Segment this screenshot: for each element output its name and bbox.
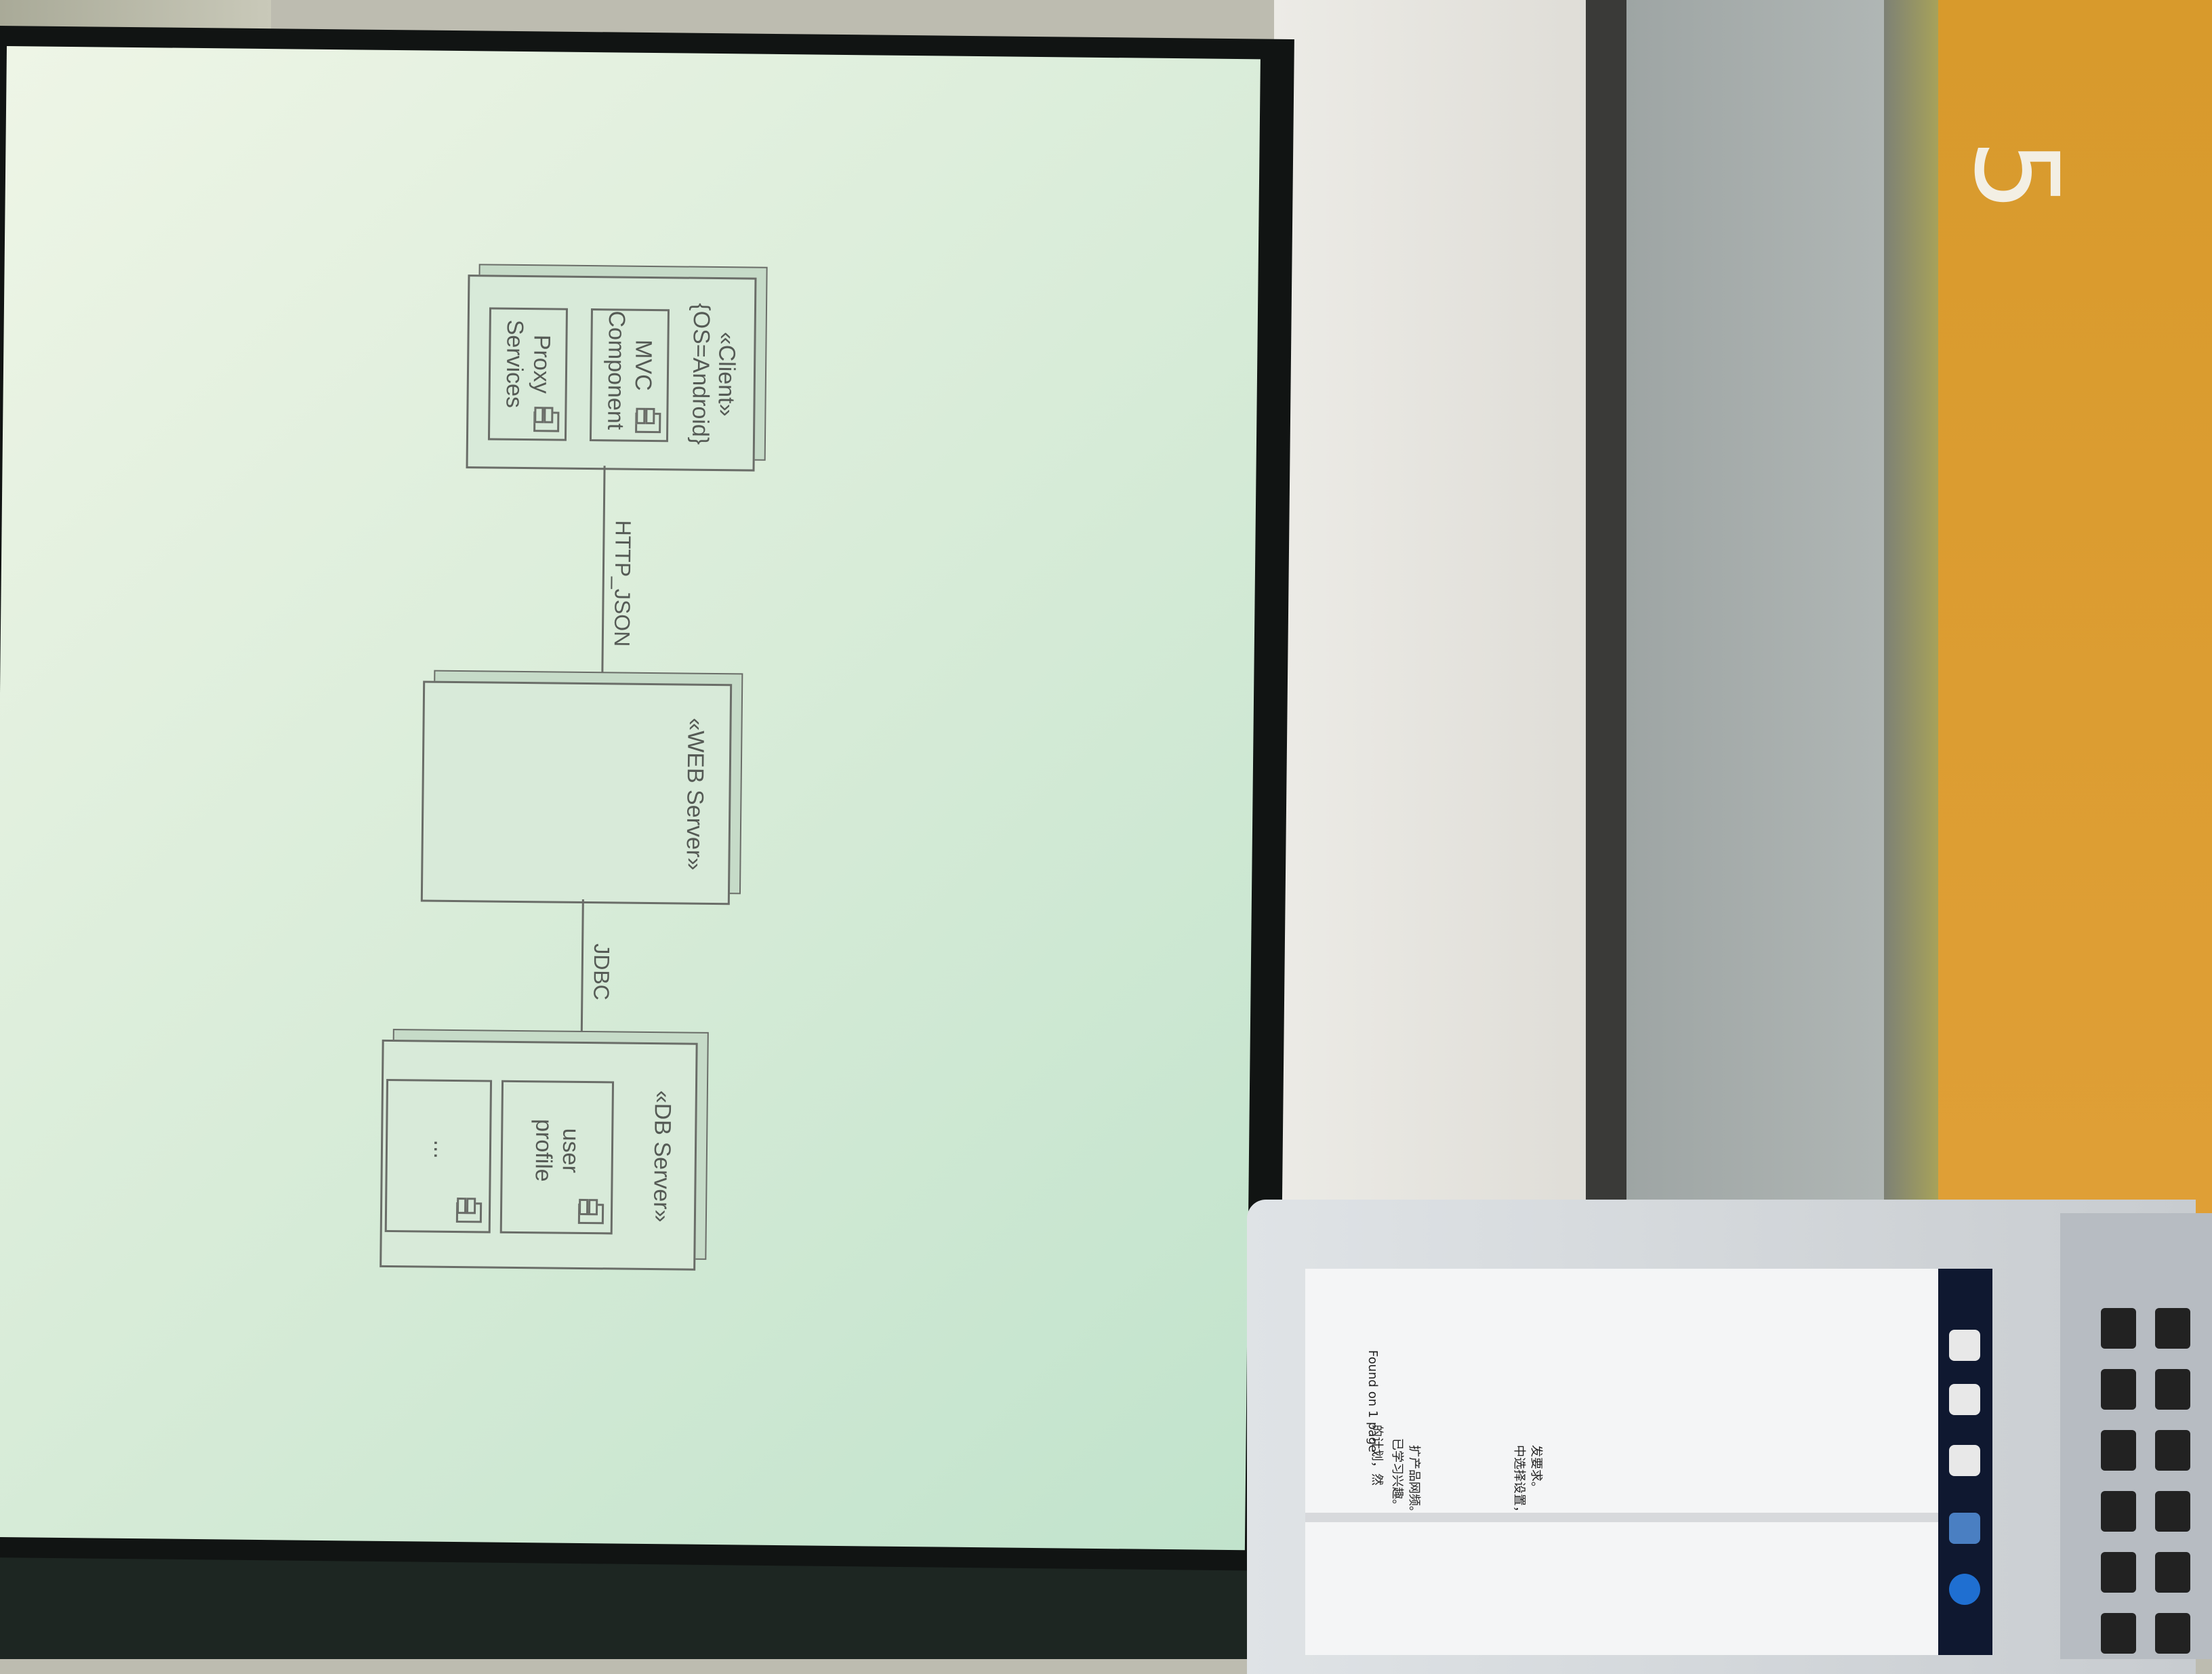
key[interactable] bbox=[2101, 1369, 2136, 1410]
screen-line: 已学习兴趣。 bbox=[1390, 1438, 1404, 1511]
screen-line: 中选择设置， bbox=[1512, 1445, 1526, 1518]
document-icon[interactable] bbox=[1949, 1384, 1980, 1415]
key[interactable] bbox=[2155, 1430, 2190, 1471]
key[interactable] bbox=[2155, 1308, 2190, 1349]
ellipsis-component: ... bbox=[384, 1078, 493, 1233]
web-server-stereotype: «WEB Server» bbox=[681, 718, 709, 871]
component-label: ... bbox=[428, 1139, 455, 1160]
key[interactable] bbox=[2155, 1369, 2190, 1410]
screen-line: 发要求。 bbox=[1529, 1445, 1543, 1494]
deployment-diagram: «Client» {OS=Android} MVC Component Prox… bbox=[265, 232, 832, 1275]
key[interactable] bbox=[2155, 1613, 2190, 1654]
keyboard bbox=[2060, 1213, 2212, 1659]
web-server-node: «WEB Server» bbox=[420, 680, 733, 905]
key[interactable] bbox=[2101, 1430, 2136, 1471]
trash-icon[interactable] bbox=[1949, 1330, 1980, 1361]
key[interactable] bbox=[2155, 1491, 2190, 1532]
client-stereotype: «Client» bbox=[713, 331, 740, 417]
component-icon bbox=[455, 1202, 483, 1223]
connector-line bbox=[580, 899, 584, 1042]
connector-label: JDBC bbox=[589, 943, 615, 1001]
document-icon[interactable] bbox=[1949, 1445, 1980, 1476]
projected-slide: «Client» {OS=Android} MVC Component Prox… bbox=[0, 46, 1261, 1551]
component-label: Proxy Services bbox=[501, 319, 555, 409]
key[interactable] bbox=[2101, 1613, 2136, 1654]
proxy-services-component: Proxy Services bbox=[487, 307, 568, 441]
key[interactable] bbox=[2101, 1308, 2136, 1349]
key[interactable] bbox=[2101, 1552, 2136, 1593]
laptop-screen: Found on 1 page 的计划，然 已学习兴趣。 扩产品网频。 中选择设… bbox=[1305, 1269, 1949, 1655]
app-store-icon[interactable] bbox=[1949, 1574, 1980, 1605]
component-label: MVC Component bbox=[602, 310, 657, 430]
db-server-stereotype: «DB Server» bbox=[648, 1090, 676, 1223]
photo-icon[interactable] bbox=[1949, 1513, 1980, 1544]
wall-trim bbox=[1586, 0, 1633, 1220]
connector-label: HTTP_JSON bbox=[609, 520, 636, 647]
client-node: «Client» {OS=Android} MVC Component Prox… bbox=[466, 274, 757, 472]
screen-line: 扩产品网频。 bbox=[1407, 1445, 1421, 1518]
connector-line bbox=[601, 466, 606, 683]
screen-line: 的计划，然 bbox=[1370, 1425, 1384, 1486]
board-rail bbox=[1884, 0, 1938, 1220]
key[interactable] bbox=[2101, 1491, 2136, 1532]
key[interactable] bbox=[2155, 1552, 2190, 1593]
window-divider bbox=[1305, 1513, 1949, 1522]
component-label: user profile bbox=[530, 1118, 584, 1182]
room-number: 5 bbox=[1948, 138, 2083, 213]
db-server-node: «DB Server» user profile ... bbox=[380, 1039, 698, 1271]
user-profile-component: user profile bbox=[499, 1080, 615, 1235]
mvc-component: MVC Component bbox=[589, 308, 670, 443]
client-property: {OS=Android} bbox=[687, 303, 715, 445]
laptop-dock bbox=[1938, 1269, 1992, 1655]
